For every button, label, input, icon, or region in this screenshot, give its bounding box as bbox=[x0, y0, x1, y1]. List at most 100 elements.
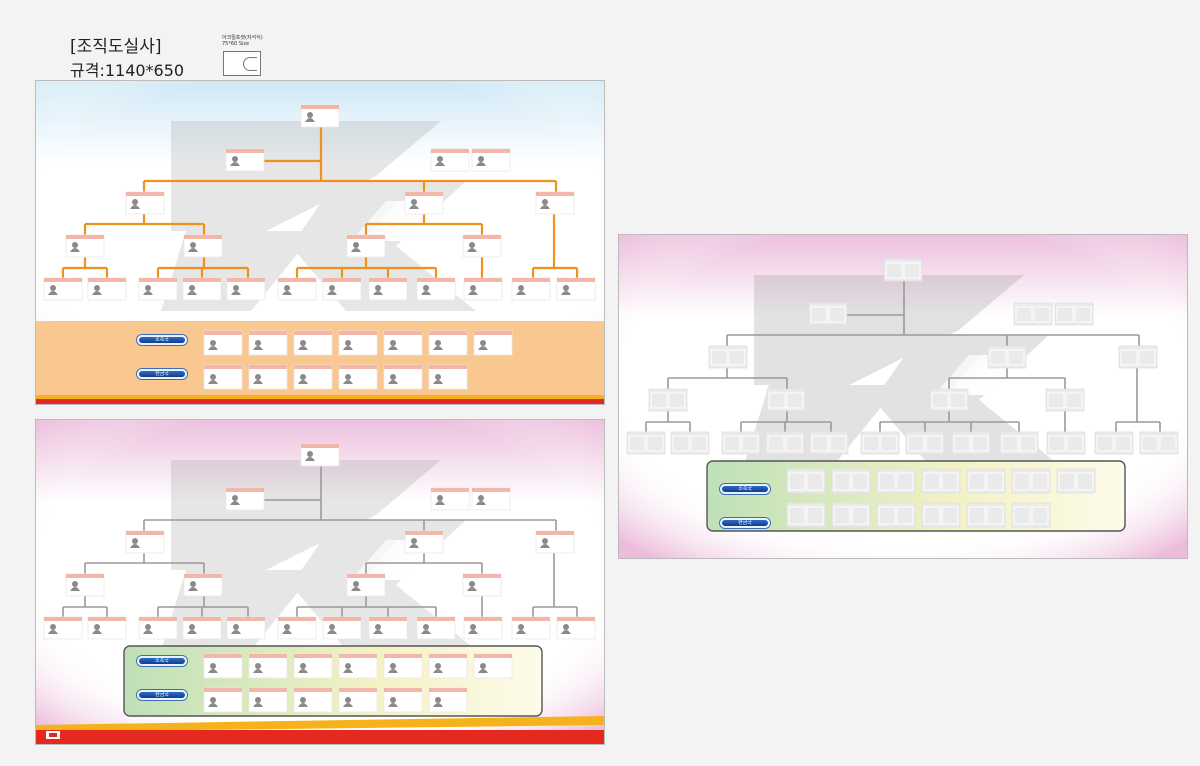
card-header bbox=[126, 192, 164, 196]
member-card bbox=[951, 431, 991, 455]
member-card bbox=[626, 431, 666, 455]
member-card bbox=[966, 468, 1006, 494]
member-card bbox=[535, 530, 575, 554]
member-card bbox=[1046, 431, 1086, 455]
person-icon bbox=[48, 285, 58, 295]
member-card bbox=[293, 687, 333, 713]
card-header bbox=[249, 331, 287, 335]
person-icon bbox=[282, 285, 292, 295]
card-header bbox=[536, 531, 574, 535]
member-card bbox=[1054, 302, 1094, 326]
card-header bbox=[429, 365, 467, 369]
member-card bbox=[368, 277, 408, 301]
member-card bbox=[203, 364, 243, 390]
member-card bbox=[226, 277, 266, 301]
card-header bbox=[463, 574, 501, 578]
card-header bbox=[294, 331, 332, 335]
member-card bbox=[138, 616, 178, 640]
member-card bbox=[182, 616, 222, 640]
card-header bbox=[557, 617, 595, 621]
person-icon bbox=[92, 285, 102, 295]
member-card bbox=[338, 653, 378, 679]
member-card bbox=[293, 653, 333, 679]
member-card bbox=[809, 431, 849, 455]
member-card bbox=[462, 573, 502, 597]
person-icon bbox=[343, 340, 353, 350]
red-strip bbox=[36, 399, 604, 404]
member-card bbox=[471, 487, 511, 511]
person-icon bbox=[231, 285, 241, 295]
card-header bbox=[369, 278, 407, 282]
section-label-pill: 소속국 bbox=[137, 656, 187, 666]
member-card bbox=[338, 687, 378, 713]
member-card bbox=[921, 468, 961, 494]
member-card bbox=[293, 364, 333, 390]
person-icon bbox=[327, 624, 337, 634]
person-icon bbox=[48, 624, 58, 634]
person-icon bbox=[305, 451, 315, 461]
section-label-pill: 소속국 bbox=[137, 335, 187, 345]
person-icon bbox=[230, 495, 240, 505]
member-card bbox=[473, 330, 513, 356]
person-icon bbox=[409, 538, 419, 548]
member-card bbox=[428, 687, 468, 713]
person-icon bbox=[230, 156, 240, 166]
member-card bbox=[138, 277, 178, 301]
member-card bbox=[43, 616, 83, 640]
member-card bbox=[1118, 345, 1158, 369]
card-header bbox=[301, 105, 339, 109]
member-card bbox=[43, 277, 83, 301]
card-header bbox=[405, 531, 443, 535]
card-header bbox=[204, 331, 242, 335]
card-header bbox=[474, 331, 512, 335]
size-spec: 규격:1140*650 bbox=[70, 61, 185, 80]
card-header bbox=[429, 331, 467, 335]
card-header bbox=[339, 654, 377, 658]
card-header bbox=[429, 688, 467, 692]
card-header bbox=[369, 617, 407, 621]
accent-strip bbox=[36, 395, 604, 399]
member-card bbox=[966, 502, 1006, 528]
member-card bbox=[463, 616, 503, 640]
acrylic-pocket-diagram bbox=[223, 51, 261, 76]
card-header bbox=[464, 617, 502, 621]
card-header bbox=[431, 149, 469, 153]
person-icon bbox=[388, 340, 398, 350]
member-card bbox=[300, 443, 340, 467]
card-header bbox=[44, 278, 82, 282]
member-card bbox=[921, 502, 961, 528]
card-header bbox=[184, 574, 222, 578]
card-header bbox=[226, 149, 264, 153]
card-header bbox=[323, 278, 361, 282]
member-card bbox=[248, 330, 288, 356]
member-card bbox=[786, 502, 826, 528]
member-card bbox=[225, 148, 265, 172]
member-card bbox=[338, 330, 378, 356]
card-header bbox=[227, 278, 265, 282]
person-icon bbox=[433, 697, 443, 707]
card-header bbox=[301, 444, 339, 448]
card-header bbox=[472, 488, 510, 492]
member-card bbox=[721, 431, 761, 455]
member-card bbox=[248, 653, 288, 679]
person-icon bbox=[351, 581, 361, 591]
member-card bbox=[1139, 431, 1179, 455]
card-header bbox=[126, 531, 164, 535]
card-header bbox=[66, 235, 104, 239]
member-card bbox=[416, 277, 456, 301]
card-header bbox=[464, 278, 502, 282]
member-card bbox=[831, 468, 871, 494]
person-icon bbox=[92, 624, 102, 634]
member-card bbox=[473, 653, 513, 679]
card-header bbox=[429, 654, 467, 658]
person-icon bbox=[476, 495, 486, 505]
card-header bbox=[66, 574, 104, 578]
member-card bbox=[428, 330, 468, 356]
acrylic-pocket-label: 아크릴포켓(자석식) 75*60 Size bbox=[222, 35, 263, 47]
card-header bbox=[278, 617, 316, 621]
person-icon bbox=[208, 340, 218, 350]
person-icon bbox=[435, 495, 445, 505]
member-card bbox=[1094, 431, 1134, 455]
member-card bbox=[416, 616, 456, 640]
